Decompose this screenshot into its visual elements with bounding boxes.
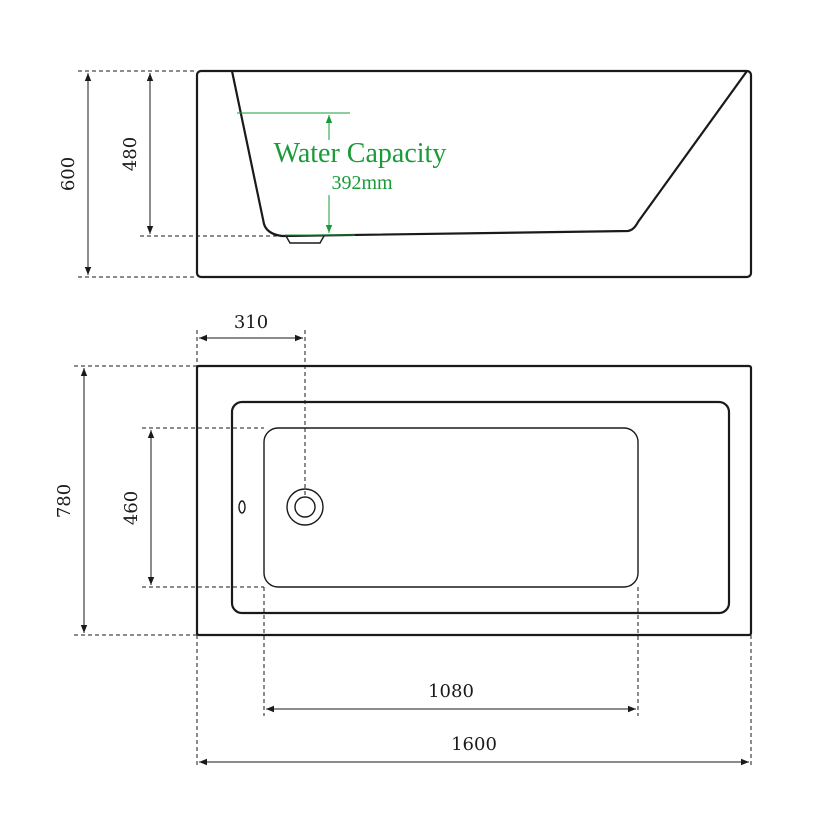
side-view-drain-bump — [285, 235, 325, 244]
dimension-label-1080: 1080 — [428, 681, 474, 702]
dimension-label-780: 780 — [54, 484, 75, 518]
dimension-label-480: 480 — [120, 137, 141, 171]
dimension-label-600: 600 — [58, 157, 79, 191]
drain-inner-icon — [294, 496, 316, 518]
dimension-label-1600: 1600 — [451, 734, 497, 755]
top-view-basin-floor — [263, 427, 639, 588]
top-view-outer-rim — [195, 364, 753, 637]
side-view: 600 480 Water Capacity 392mm — [58, 69, 753, 279]
water-capacity-value: 392mm — [331, 172, 393, 194]
drain-outer-icon — [286, 488, 324, 526]
side-view-basin-profile — [230, 70, 748, 238]
side-view-outer-body — [195, 69, 753, 279]
top-view: 310 780 460 1080 1600 — [54, 312, 753, 768]
overflow-icon — [238, 500, 246, 514]
water-capacity-label: Water Capacity — [274, 138, 447, 169]
dimension-label-310: 310 — [234, 312, 268, 333]
top-view-inner-rim — [230, 400, 731, 615]
dimension-label-460: 460 — [121, 491, 142, 525]
